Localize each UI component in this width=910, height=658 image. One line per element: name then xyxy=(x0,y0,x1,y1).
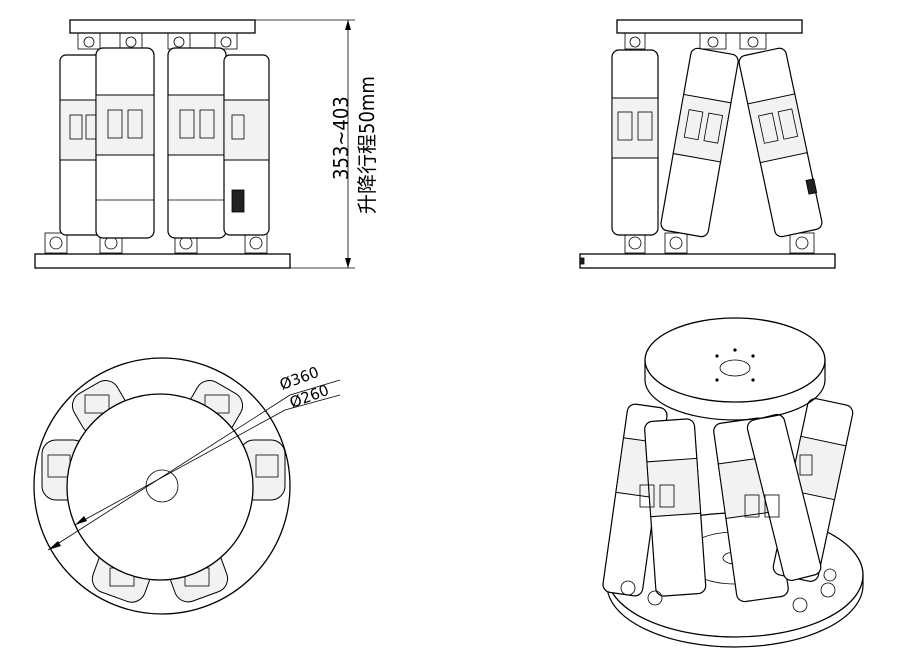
travel-label: 升降行程50mm xyxy=(355,76,379,214)
side-top-plate xyxy=(616,19,803,34)
isometric-view xyxy=(602,317,864,648)
iso-legs xyxy=(602,398,854,603)
front-leg-2 xyxy=(95,47,155,239)
side-leg-2 xyxy=(660,47,739,238)
front-base-plate xyxy=(34,253,291,269)
side-leg-1 xyxy=(611,49,659,236)
height-dimension xyxy=(255,19,355,269)
front-view: 353~403 升降行程50mm xyxy=(34,19,379,269)
iso-top-center-hole xyxy=(719,359,751,377)
side-leg-3 xyxy=(738,47,823,238)
side-view xyxy=(579,19,836,269)
side-base-plate xyxy=(579,253,836,269)
top-plate-circle-260 xyxy=(66,393,254,581)
front-top-plate xyxy=(69,19,256,34)
top-view: Ø360 Ø260 xyxy=(33,357,341,615)
stroke-range-label: 353~403 xyxy=(329,96,353,180)
front-leg-4 xyxy=(223,54,270,236)
front-leg-3 xyxy=(167,47,227,239)
